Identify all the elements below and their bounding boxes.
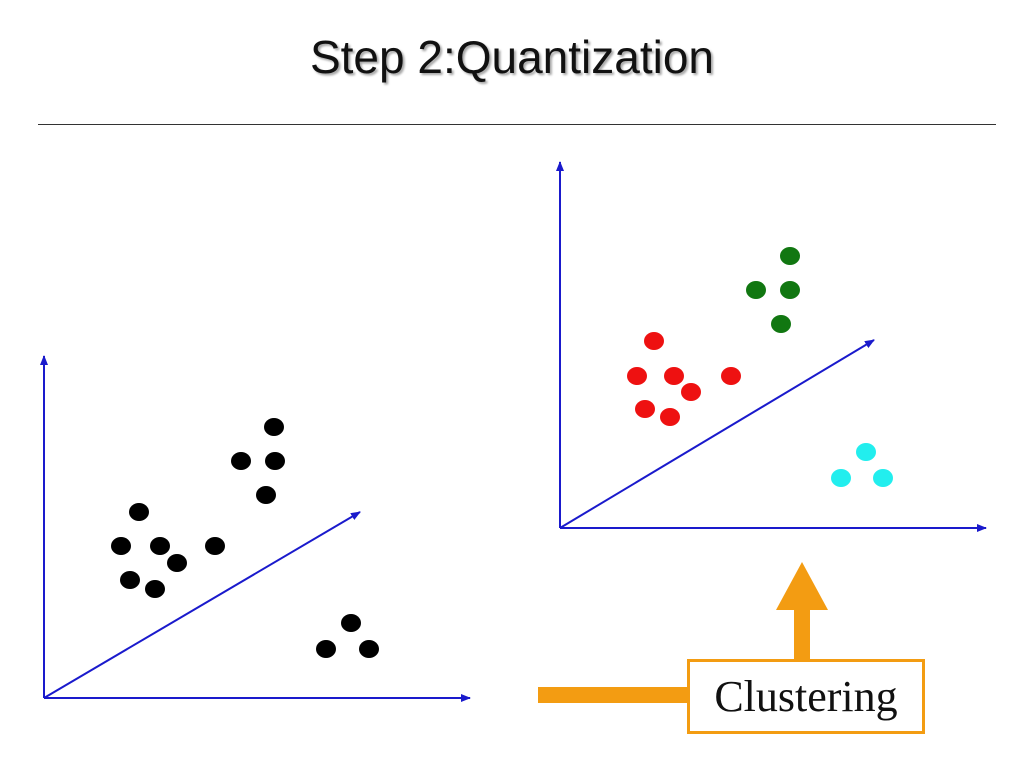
right-point-cluster-cyan-2 — [831, 469, 851, 487]
right-point-cluster-red-1 — [644, 332, 664, 350]
left-point-unclustered-6 — [145, 580, 165, 598]
left-point-unclustered-7 — [205, 537, 225, 555]
right-point-cluster-cyan-3 — [873, 469, 893, 487]
left-point-unclustered-2 — [111, 537, 131, 555]
title-divider — [38, 124, 996, 125]
right-point-cluster-green-2 — [746, 281, 766, 299]
unclustered-plot — [40, 355, 471, 702]
arrow-head — [776, 562, 828, 610]
left-point-unclustered-2 — [316, 640, 336, 658]
right-point-cluster-red-2 — [627, 367, 647, 385]
clustering-arrow — [538, 562, 828, 703]
right-point-cluster-green-1 — [780, 247, 800, 265]
left-point-unclustered-3 — [150, 537, 170, 555]
right-point-cluster-red-7 — [721, 367, 741, 385]
right-z-axis — [559, 339, 875, 529]
right-point-cluster-red-6 — [660, 408, 680, 426]
clustering-label: Clustering — [714, 672, 898, 721]
arrow-vertical-segment — [794, 606, 810, 662]
left-point-unclustered-1 — [264, 418, 284, 436]
slide-title: Step 2:Quantization — [309, 31, 715, 83]
right-point-cluster-green-4 — [771, 315, 791, 333]
clustering-label-box: Clustering — [687, 659, 925, 734]
left-point-unclustered-1 — [341, 614, 361, 632]
left-point-unclustered-2 — [231, 452, 251, 470]
left-point-unclustered-3 — [265, 452, 285, 470]
left-point-unclustered-4 — [256, 486, 276, 504]
left-point-unclustered-3 — [359, 640, 379, 658]
left-point-unclustered-4 — [167, 554, 187, 572]
left-point-unclustered-1 — [129, 503, 149, 521]
right-point-cluster-red-4 — [681, 383, 701, 401]
right-points — [627, 247, 893, 487]
right-point-cluster-red-3 — [664, 367, 684, 385]
arrow-horizontal-segment — [538, 687, 690, 703]
left-points — [111, 418, 379, 658]
left-z-axis — [43, 511, 361, 699]
left-point-unclustered-5 — [120, 571, 140, 589]
clustered-plot — [556, 161, 987, 532]
right-point-cluster-red-5 — [635, 400, 655, 418]
right-point-cluster-green-3 — [780, 281, 800, 299]
right-point-cluster-cyan-1 — [856, 443, 876, 461]
